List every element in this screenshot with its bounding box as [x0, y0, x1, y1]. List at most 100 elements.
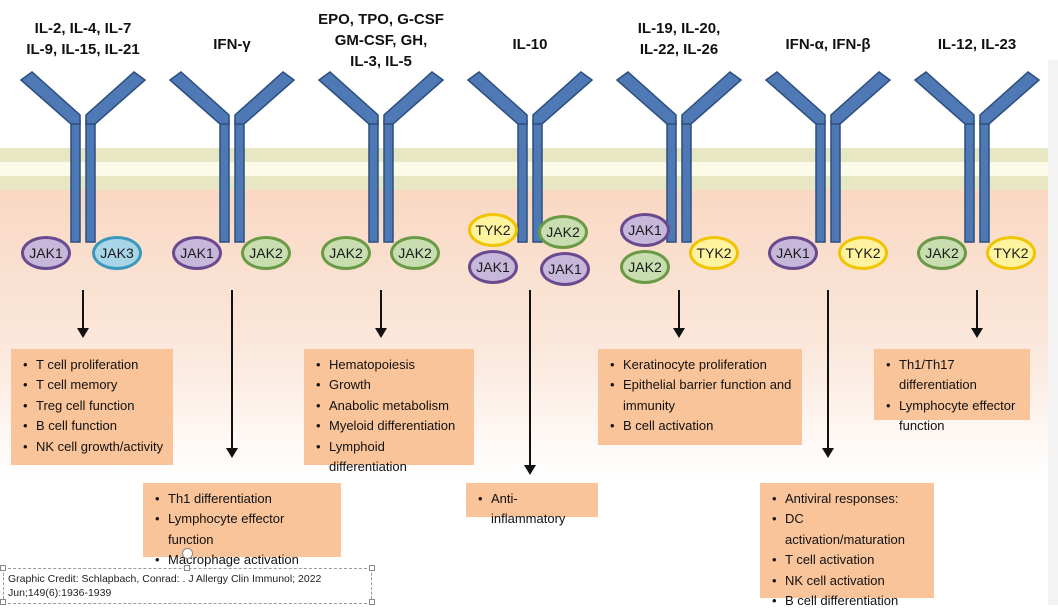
- effect-item: Anti-inflammatory: [478, 489, 590, 530]
- effect-item: Epithelial barrier function and immunity: [610, 375, 794, 416]
- receptor-arm-right: [979, 71, 1041, 125]
- receptor-arm-right: [383, 71, 445, 125]
- jak1-kinase: JAK1: [768, 236, 818, 270]
- receptor-5: [615, 71, 743, 243]
- effect-box-7: Th1/Th17 differentiationLymphocyte effec…: [874, 349, 1030, 433]
- effect-item: Lymphocyte effector function: [155, 509, 333, 550]
- effect-item: Lymphocyte effector function: [886, 396, 1022, 437]
- jak1-kinase: JAK1: [540, 252, 590, 286]
- jak2-kinase: JAK2: [538, 215, 588, 249]
- effect-item: Macrophage activation: [155, 550, 333, 571]
- effect-box-5: Keratinocyte proliferationEpithelial bar…: [598, 349, 802, 445]
- effect-item: DC activation/maturation: [772, 509, 926, 550]
- effect-item: Antiviral responses:: [772, 489, 926, 510]
- effect-list: T cell proliferationT cell memoryTreg ce…: [23, 355, 165, 457]
- receptor-1: [19, 71, 147, 243]
- signal-arrow-head: [971, 328, 983, 338]
- receptor-arm-left: [19, 71, 81, 125]
- effect-item: B cell function: [23, 416, 165, 437]
- effect-item: T cell proliferation: [23, 355, 165, 376]
- effect-item: Growth: [316, 375, 466, 396]
- tyk2-kinase: TYK2: [468, 213, 518, 247]
- selection-handle-top-left[interactable]: [0, 565, 6, 571]
- receptor-arm-right: [830, 71, 892, 125]
- selection-handle-top-right[interactable]: [369, 565, 375, 571]
- effect-item: Treg cell function: [23, 396, 165, 417]
- effect-item: Th1 differentiation: [155, 489, 333, 510]
- effect-box-6: Antiviral responses:DC activation/matura…: [760, 483, 934, 611]
- effect-list: Th1/Th17 differentiationLymphocyte effec…: [886, 355, 1022, 437]
- signal-arrow-head: [77, 328, 89, 338]
- effect-item: Anabolic metabolism: [316, 396, 466, 417]
- receptor-arm-right: [234, 71, 296, 125]
- effect-box-2: Th1 differentiationLymphocyte effector f…: [143, 483, 341, 571]
- credit-selection-frame: [3, 568, 372, 604]
- receptor-arm-right: [681, 71, 743, 125]
- membrane-inner-layer: [0, 176, 1058, 190]
- selection-handle-bottom-left[interactable]: [0, 599, 6, 605]
- effect-item: NK cell growth/activity: [23, 437, 165, 458]
- effect-item: NK cell activation: [772, 571, 926, 592]
- effect-box-3: HematopoiesisGrowthAnabolic metabolismMy…: [304, 349, 474, 474]
- jak1-kinase: JAK1: [21, 236, 71, 270]
- effect-list: Keratinocyte proliferationEpithelial bar…: [610, 355, 794, 437]
- ligand-label: IFN-α, IFN-β: [785, 36, 871, 53]
- effect-list: Anti-inflammatory: [478, 489, 590, 530]
- effect-box-4: Anti-inflammatory: [466, 483, 598, 526]
- signal-arrow-head: [673, 328, 685, 338]
- receptor-chain-left: [964, 120, 975, 243]
- selection-handle-top-center[interactable]: [184, 565, 190, 571]
- membrane-outer-layer: [0, 148, 1058, 162]
- jak2-kinase: JAK2: [241, 236, 291, 270]
- effect-item: T cell memory: [23, 375, 165, 396]
- tyk2-kinase: TYK2: [986, 236, 1036, 270]
- receptor-6: [764, 71, 892, 243]
- receptor-chain-right: [234, 120, 245, 243]
- receptor-arm-left: [317, 71, 379, 125]
- receptor-chain-right: [830, 120, 841, 243]
- selection-handle-bottom-right[interactable]: [369, 599, 375, 605]
- receptor-chain-left: [70, 120, 81, 243]
- effect-box-1: T cell proliferationT cell memoryTreg ce…: [11, 349, 173, 465]
- ligand-label: IL-2, IL-4, IL-7 IL-9, IL-15, IL-21: [26, 20, 140, 58]
- receptor-arm-right: [85, 71, 147, 125]
- receptor-4: [466, 71, 594, 243]
- ligand-label: EPO, TPO, G-CSF GM-CSF, GH, IL-3, IL-5: [318, 11, 444, 70]
- effect-list: HematopoiesisGrowthAnabolic metabolismMy…: [316, 355, 466, 477]
- receptor-arm-left: [764, 71, 826, 125]
- ligand-label: IFN-γ: [213, 36, 251, 53]
- membrane-middle-layer: [0, 162, 1058, 176]
- receptor-arm-left: [168, 71, 230, 125]
- receptor-arm-left: [466, 71, 528, 125]
- effect-list: Th1 differentiationLymphocyte effector f…: [155, 489, 333, 571]
- jak1-kinase: JAK1: [620, 213, 670, 247]
- right-edge-shadow: [1048, 60, 1058, 605]
- receptor-chain-right: [383, 120, 394, 243]
- receptor-chain-left: [219, 120, 230, 243]
- jak3-kinase: JAK3: [92, 236, 142, 270]
- receptor-7: [913, 71, 1041, 243]
- jak1-kinase: JAK1: [172, 236, 222, 270]
- ligand-label: IL-12, IL-23: [937, 36, 1017, 53]
- receptor-arm-left: [913, 71, 975, 125]
- ligand-label: IL-10: [512, 36, 548, 53]
- receptor-chain-left: [368, 120, 379, 243]
- jak2-kinase: JAK2: [917, 236, 967, 270]
- receptor-chain-right: [979, 120, 990, 243]
- effect-item: Hematopoiesis: [316, 355, 466, 376]
- receptor-chain-left: [517, 120, 528, 243]
- rotation-handle[interactable]: [182, 548, 193, 559]
- effect-list: Antiviral responses:DC activation/matura…: [772, 489, 926, 611]
- jak2-kinase: JAK2: [390, 236, 440, 270]
- effect-item: T cell activation: [772, 550, 926, 571]
- tyk2-kinase: TYK2: [689, 236, 739, 270]
- receptor-arm-right: [532, 71, 594, 125]
- jak2-kinase: JAK2: [620, 250, 670, 284]
- effect-item: Keratinocyte proliferation: [610, 355, 794, 376]
- signal-arrow-head: [524, 465, 536, 475]
- signal-arrow-head: [226, 448, 238, 458]
- effect-item: B cell differentiation: [772, 591, 926, 611]
- tyk2-kinase: TYK2: [838, 236, 888, 270]
